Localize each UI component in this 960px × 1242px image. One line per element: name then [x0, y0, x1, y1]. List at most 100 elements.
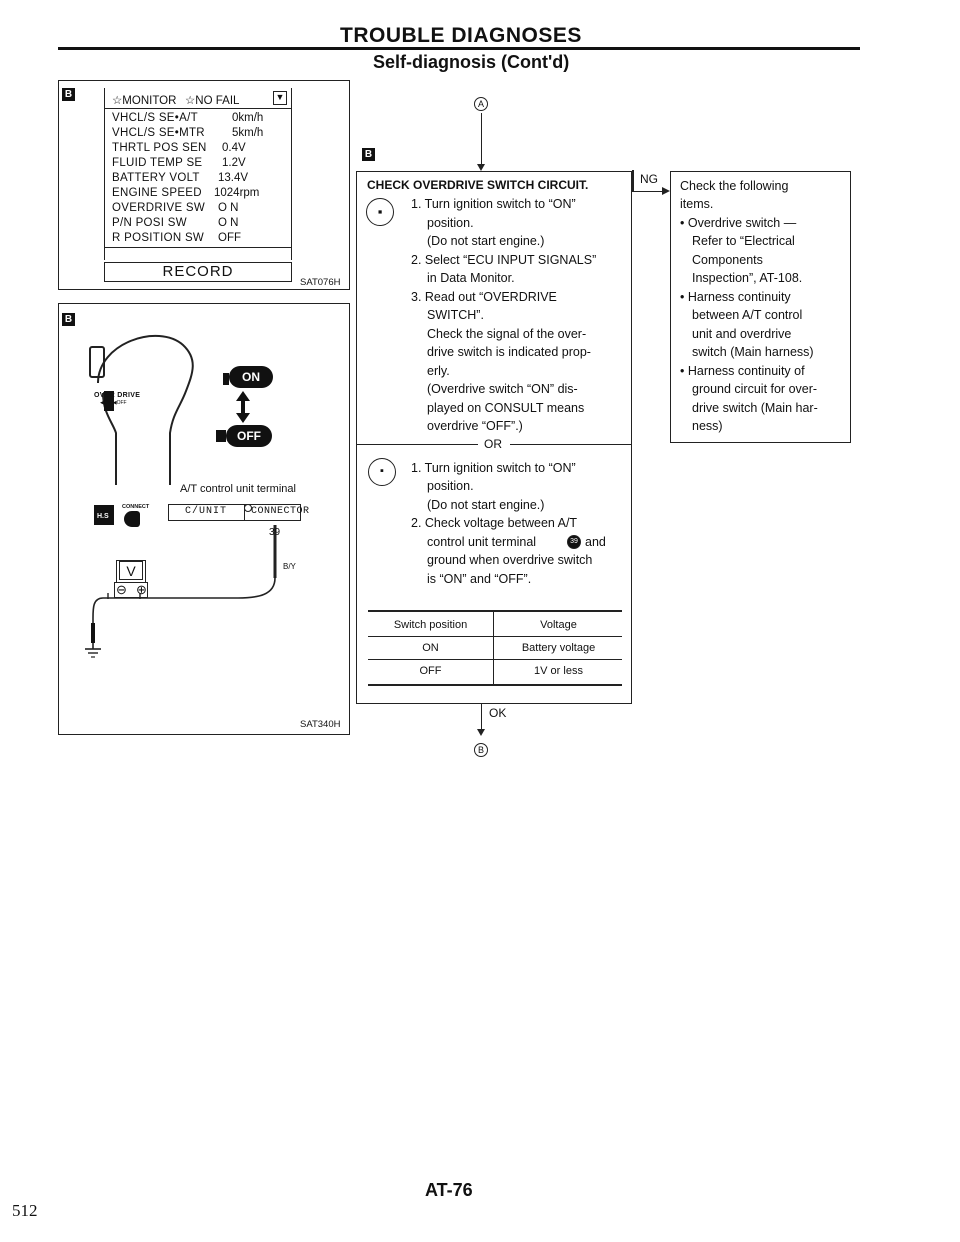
or-divider-right	[510, 444, 632, 446]
on-indicator: ON	[229, 366, 273, 388]
table-cell: Battery voltage	[521, 642, 596, 654]
monitor-title-rule	[104, 108, 292, 109]
monitor-row-label: R POSITION SW	[112, 232, 205, 244]
plus-terminal-icon: ⊕	[136, 582, 147, 597]
ok-flow-line	[481, 704, 483, 730]
page-title: TROUBLE DIAGNOSES	[340, 24, 582, 47]
monitor-row-value: 0km/h	[232, 112, 264, 124]
page-subtitle: Self-diagnosis (Cont'd)	[373, 52, 570, 72]
monitor-row-value: 13.4V	[218, 172, 249, 184]
ng-note: drive switch (Main har-	[692, 401, 818, 415]
figure-code: SAT340H	[300, 719, 341, 730]
step-text: (Do not start engine.)	[427, 234, 545, 248]
ok-label: OK	[489, 706, 507, 720]
table-column-divider	[493, 612, 495, 684]
check-title: CHECK OVERDRIVE SWITCH CIRCUIT.	[367, 178, 589, 192]
ng-note: unit and overdrive	[692, 327, 792, 341]
step-text: control unit terminal	[427, 535, 537, 549]
monitor-row-label: P/N POSI SW	[112, 217, 187, 229]
step-text: and	[585, 535, 606, 549]
or-divider-left	[356, 444, 478, 446]
voltmeter-lead-box	[114, 582, 148, 598]
step-text: SWITCH”.	[427, 308, 484, 322]
step-text: (Overdrive switch “ON” dis-	[427, 382, 578, 396]
ng-note: Inspection”, AT-108.	[692, 271, 803, 285]
monitor-row-value: O N	[218, 217, 239, 229]
monitor-row-label: THRTL POS SEN	[112, 142, 207, 154]
step-text: 3. Read out “OVERDRIVE	[411, 290, 557, 304]
ng-connector-line	[632, 170, 634, 192]
consult-tool-icon: ▪	[366, 198, 394, 226]
step-text: overdrive “OFF”.)	[427, 419, 523, 433]
ng-note: ground circuit for over-	[692, 382, 818, 396]
ng-note: • Harness continuity of	[680, 364, 805, 378]
shifter-panel	[58, 303, 350, 735]
monitor-row-label: OVERDRIVE SW	[112, 202, 206, 214]
table-row-rule	[368, 659, 622, 661]
consult-badge: B	[62, 88, 75, 101]
cunit-connector-box	[168, 504, 301, 521]
flow-arrow-top	[477, 164, 485, 171]
ng-arrow-line	[634, 191, 662, 193]
step-text: in Data Monitor.	[427, 271, 515, 285]
off-indicator: OFF	[226, 425, 272, 447]
table-header-rule	[368, 636, 622, 638]
consult-hs-icon	[94, 505, 114, 525]
ng-note: Refer to “Electrical	[692, 234, 795, 248]
voltmeter-tool-icon: ▪	[368, 458, 396, 486]
monitor-row-label: BATTERY VOLT	[112, 172, 200, 184]
terminal-ref-icon: 39	[567, 535, 581, 549]
connector-label: CONNECTOR	[251, 506, 310, 517]
monitor-row-value: 0.4V	[222, 142, 246, 154]
ng-note: items.	[680, 197, 714, 211]
monitor-row-value: 5km/h	[232, 127, 264, 139]
flow-line-top	[481, 113, 483, 167]
monitor-row-value: O N	[218, 202, 239, 214]
overdrive-switch-label: OVER DRIVE	[94, 392, 141, 399]
ng-label: NG	[640, 172, 658, 186]
consult-badge: B	[62, 313, 75, 326]
terminal-caption: A/T control unit terminal	[180, 483, 296, 495]
table-top-rule	[368, 610, 622, 612]
connector-pin-icon	[244, 504, 252, 512]
connector-a-icon: A	[474, 97, 488, 111]
minus-terminal-icon: ⊖	[116, 582, 127, 597]
monitor-row-value: 1.2V	[222, 157, 246, 169]
connect-label: CONNECT	[122, 504, 150, 510]
header-rule	[58, 47, 860, 50]
step-text: 2. Select “ECU INPUT SIGNALS”	[411, 253, 597, 267]
hs-label: H.S	[97, 513, 109, 520]
overdrive-switch-sub: ◀ON ◀OFF	[100, 400, 127, 406]
step-text: position.	[427, 216, 474, 230]
ng-note: switch (Main harness)	[692, 345, 814, 359]
table-cell: 1V or less	[534, 665, 583, 677]
ng-note: Check the following	[680, 179, 789, 193]
scroll-down-icon[interactable]: ▼	[273, 91, 287, 105]
monitor-screen	[104, 88, 292, 260]
monitor-title-left: ☆MONITOR	[112, 95, 177, 107]
connector-divider	[244, 504, 246, 521]
step-text: (Do not start engine.)	[427, 498, 545, 512]
table-cell: OFF	[419, 665, 442, 677]
monitor-row-value: OFF	[218, 232, 241, 244]
step-text: ground when overdrive switch	[427, 553, 593, 567]
monitor-row-value: 1024rpm	[214, 187, 260, 199]
step-text: position.	[427, 479, 474, 493]
cunit-label: C/UNIT	[185, 506, 228, 517]
monitor-title-right: ☆NO FAIL	[185, 95, 240, 107]
step-text: played on CONSULT means	[427, 401, 585, 415]
connector-b-icon: B	[474, 743, 488, 757]
step-text: erly.	[427, 364, 450, 378]
table-header-switch: Switch position	[393, 619, 468, 631]
record-button[interactable]: RECORD	[104, 262, 292, 282]
ng-note: • Overdrive switch —	[680, 216, 797, 230]
monitor-row-label: VHCL/S SE•A/T	[112, 112, 198, 124]
terminal-number: 39	[269, 527, 281, 538]
table-header-voltage: Voltage	[540, 619, 577, 631]
ng-note: Components	[692, 253, 763, 267]
step-text: is “ON” and “OFF”.	[427, 572, 532, 586]
monitor-row-label: VHCL/S SE•MTR	[112, 127, 205, 139]
consult-badge: B	[362, 148, 375, 161]
or-label: OR	[484, 437, 502, 451]
monitor-bottom-rule	[104, 247, 292, 248]
